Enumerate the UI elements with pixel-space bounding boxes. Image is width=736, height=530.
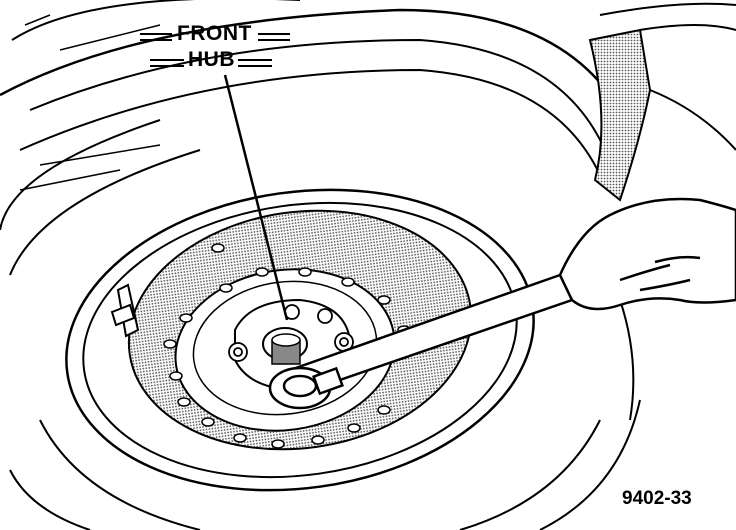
fender — [588, 2, 736, 202]
callout-label-hub: HUB — [188, 48, 235, 71]
caliper-bracket — [110, 283, 140, 338]
figure-id: 9402-33 — [622, 488, 692, 509]
hand — [558, 197, 736, 311]
callout-leader-line — [223, 74, 289, 321]
callout-label-front: FRONT — [177, 22, 252, 45]
tire — [0, 0, 641, 530]
callout-dash-lines — [140, 33, 290, 67]
